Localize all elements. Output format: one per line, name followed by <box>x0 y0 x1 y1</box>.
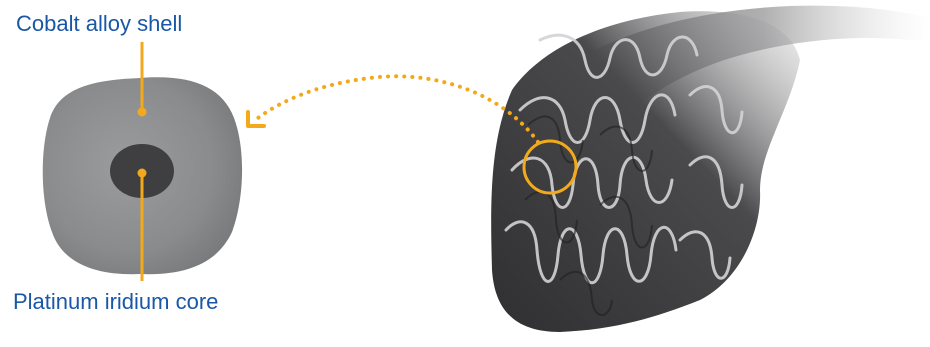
stent <box>491 6 930 332</box>
dotted-arrow-path <box>258 76 538 142</box>
shell-leader-dot <box>138 108 147 117</box>
core-leader-dot <box>138 169 147 178</box>
arrowhead-icon <box>248 112 264 126</box>
platinum-core-label: Platinum iridium core <box>13 291 218 313</box>
cobalt-shell-label: Cobalt alloy shell <box>16 13 182 35</box>
